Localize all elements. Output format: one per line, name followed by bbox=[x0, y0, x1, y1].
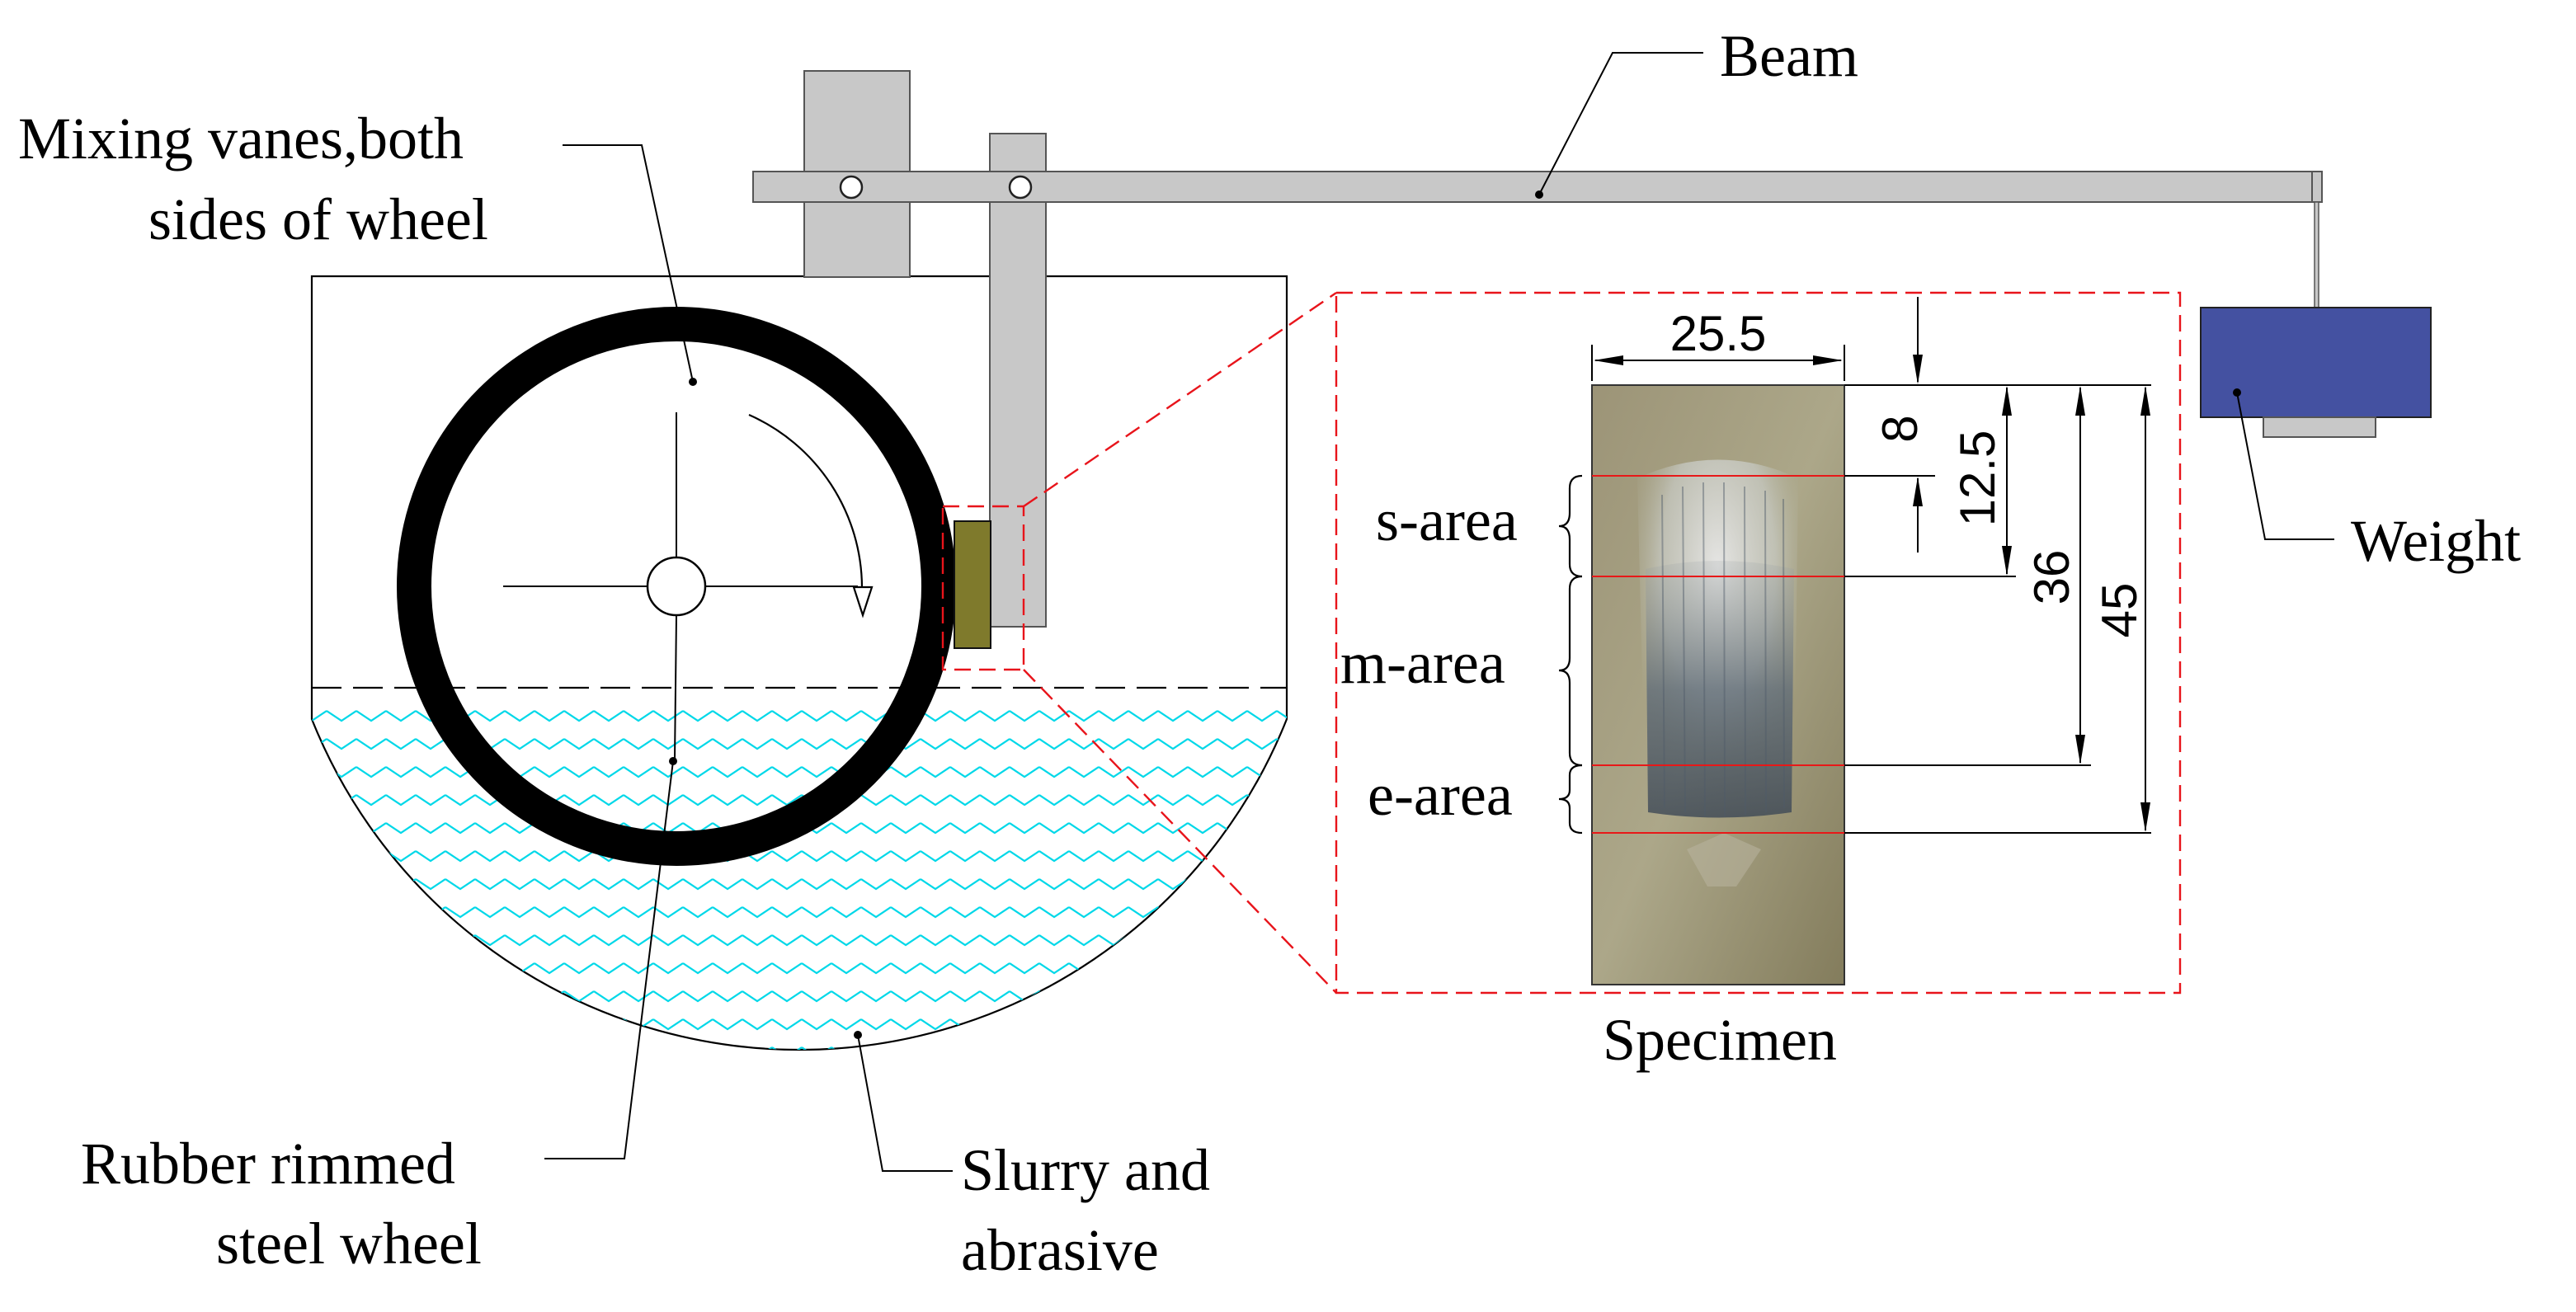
dim-width-arrow-right bbox=[1813, 355, 1843, 365]
wheel bbox=[397, 307, 956, 866]
label-m-area: m-area bbox=[1340, 630, 1505, 696]
dim-8-arrow-bottom bbox=[1913, 477, 1923, 506]
leaders bbox=[544, 52, 2334, 1172]
rotation-arrow bbox=[748, 413, 864, 588]
slurry-waves bbox=[312, 698, 1287, 1051]
dim-8-arrow-top bbox=[1913, 355, 1923, 384]
beam-leader bbox=[1538, 52, 1703, 195]
weight-leader bbox=[2236, 392, 2334, 540]
dim-45-arrow-bottom bbox=[2140, 802, 2150, 832]
slurry-leader bbox=[857, 1034, 953, 1172]
label-weight: Weight bbox=[2351, 508, 2521, 574]
vanes-leader bbox=[563, 144, 694, 383]
weight-hanger bbox=[2314, 201, 2319, 310]
zoom-indicator bbox=[941, 291, 2182, 995]
area-braces bbox=[1558, 474, 1583, 835]
dim-12-5-value: 12.5 bbox=[1950, 430, 2005, 527]
specimen-pad bbox=[954, 520, 991, 649]
weight bbox=[2200, 307, 2432, 438]
rubber-rim bbox=[397, 307, 956, 866]
dim-36-arrow-top bbox=[2075, 386, 2085, 416]
callout-labels: Beam Mixing vanes,both sides of wheel We… bbox=[18, 23, 2521, 1283]
label-mixing-vanes-1: Mixing vanes,both bbox=[18, 106, 464, 172]
wheel-leader bbox=[544, 760, 674, 1159]
weight-leader-dot bbox=[2233, 388, 2241, 397]
slurry bbox=[312, 698, 1287, 1051]
brace-s-area bbox=[1558, 474, 1583, 578]
specimen-photo bbox=[1591, 384, 1845, 985]
dim-45-value: 45 bbox=[2092, 583, 2147, 638]
pivot-pin-right bbox=[1008, 175, 1033, 200]
dim-8-value: 8 bbox=[1872, 415, 1928, 442]
zoom-source-box bbox=[941, 505, 1025, 671]
spoke-bottom bbox=[674, 614, 677, 761]
zoom-line-bottom bbox=[1023, 669, 1337, 994]
dim-12-5-arrow-top bbox=[2002, 386, 2012, 416]
dim-36-arrow-bottom bbox=[2075, 735, 2085, 764]
label-specimen: Specimen bbox=[1603, 1007, 1837, 1073]
dim-width-value: 25.5 bbox=[1670, 306, 1767, 361]
dimensions bbox=[1591, 297, 2151, 834]
rotation-arrowhead bbox=[852, 585, 874, 618]
dim-36-value: 36 bbox=[2024, 550, 2079, 605]
label-s-area: s-area bbox=[1376, 487, 1518, 553]
brace-m-area bbox=[1558, 575, 1583, 767]
dim-45-arrow-top bbox=[2140, 386, 2150, 416]
label-slurry-2: abrasive bbox=[961, 1217, 1159, 1283]
zoom-target-box bbox=[1335, 291, 2182, 995]
label-rubber-wheel-2: steel wheel bbox=[216, 1211, 482, 1277]
specimen-mark bbox=[1687, 833, 1761, 886]
wear-scar-dark bbox=[1646, 561, 1794, 818]
wear-striations bbox=[1661, 482, 1785, 817]
dimension-labels: 25.5 8 12.5 36 45 bbox=[1670, 306, 2147, 637]
zoom-line-top bbox=[1023, 292, 1337, 507]
beam-leader-dot bbox=[1535, 190, 1543, 199]
label-e-area: e-area bbox=[1368, 762, 1513, 828]
wheel-hub bbox=[646, 556, 707, 617]
slurry-leader-dot bbox=[854, 1031, 862, 1039]
beam-end-cap bbox=[2311, 171, 2323, 203]
brace-e-area bbox=[1558, 764, 1583, 835]
pivot-pin-left bbox=[839, 175, 864, 200]
dim-12-5-arrow-bottom bbox=[2002, 546, 2012, 576]
weight-base bbox=[2263, 416, 2376, 438]
label-slurry-1: Slurry and bbox=[961, 1137, 1210, 1203]
label-beam: Beam bbox=[1720, 23, 1858, 89]
lever-arm bbox=[989, 133, 1047, 628]
weight-block bbox=[2200, 307, 2432, 418]
label-rubber-wheel-1: Rubber rimmed bbox=[81, 1131, 455, 1197]
label-mixing-vanes-2: sides of wheel bbox=[148, 186, 488, 252]
dim-width-arrow-left bbox=[1594, 355, 1623, 365]
